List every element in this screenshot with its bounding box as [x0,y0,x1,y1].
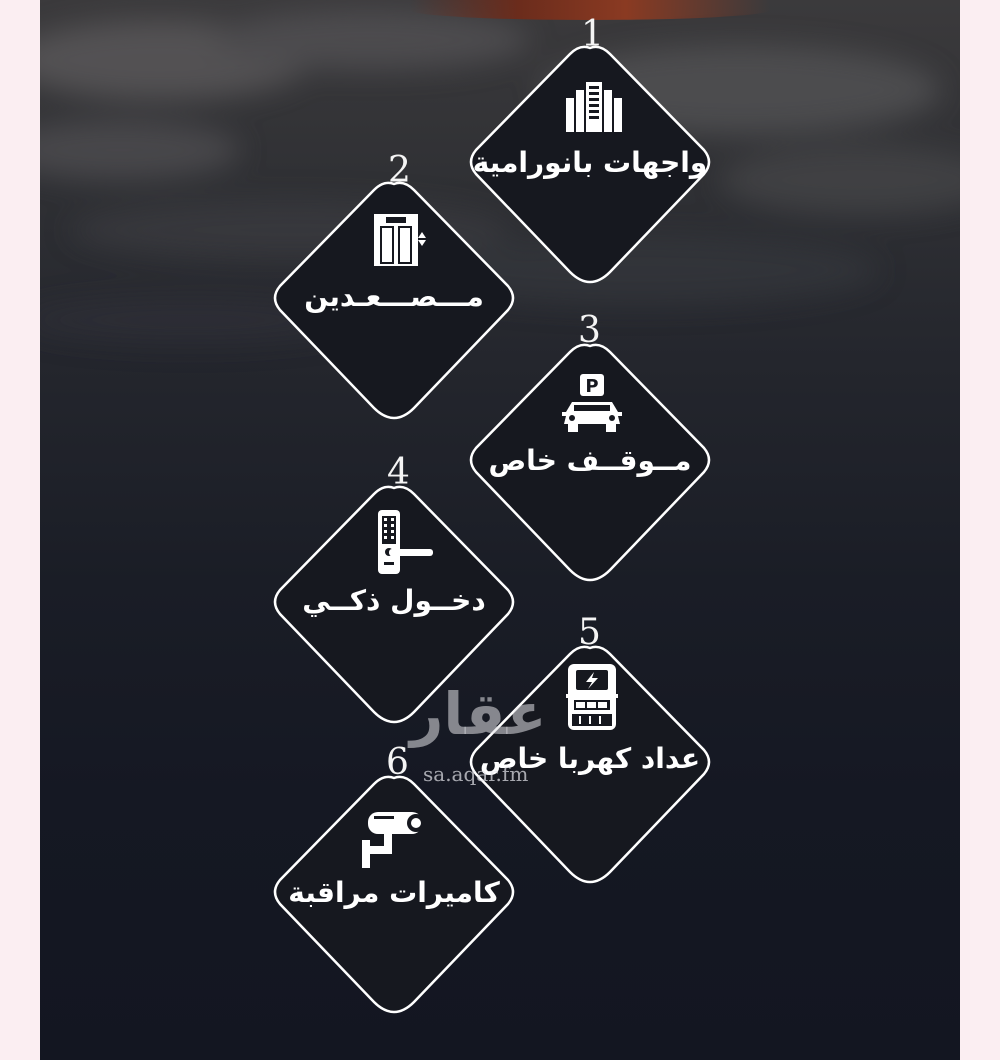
feature-number-6: 6 [386,742,409,783]
feature-label-parking: مــوقــف خاص [488,444,692,477]
feature-card-panoramic: واجهات بانورامية [460,40,720,290]
top-accent-shape [410,0,770,20]
feature-card-cameras: كاميرات مراقبة [264,770,524,1020]
aqar-watermark-logo: عقار [410,680,547,748]
diamond-frame [273,775,515,1014]
feature-number-2: 2 [388,150,411,191]
feature-card-smart-entry: دخــول ذكــي [264,480,524,730]
elevator-icon [374,214,426,266]
svg-text:P: P [585,376,598,397]
diamond-frame [469,343,711,582]
feature-label-smart-entry: دخــول ذكــي [302,584,486,617]
diamond-frame [273,181,515,420]
feature-number-5: 5 [578,612,601,653]
feature-number-1: 1 [581,14,604,55]
smart-lock-icon [378,510,433,574]
feature-label-panoramic: واجهات بانورامية [472,146,708,179]
diamond-frame [273,485,515,724]
feature-label-cameras: كاميرات مراقبة [288,876,500,909]
building-icon [566,82,622,132]
feature-card-parking: P مــوقــف خاص [460,338,720,588]
feature-label-elevators: مـــصـــعـدين [304,280,484,313]
electric-meter-icon [566,664,618,730]
feature-number-3: 3 [578,310,601,351]
feature-number-4: 4 [387,452,410,493]
security-camera-icon [362,812,425,868]
feature-card-elevators: مـــصـــعـدين [264,176,524,426]
aqar-watermark-url: sa.aqar.fm [423,762,529,786]
feature-card-electric-meter: عداد كهربا خاص [460,640,720,890]
feature-label-electric-meter: عداد كهربا خاص [479,742,701,775]
diamond-frame [469,645,711,884]
diamond-frame [469,45,711,284]
poster: 1 واجهات بانورامية 2 [40,0,960,1060]
parking-car-icon: P [562,374,622,432]
